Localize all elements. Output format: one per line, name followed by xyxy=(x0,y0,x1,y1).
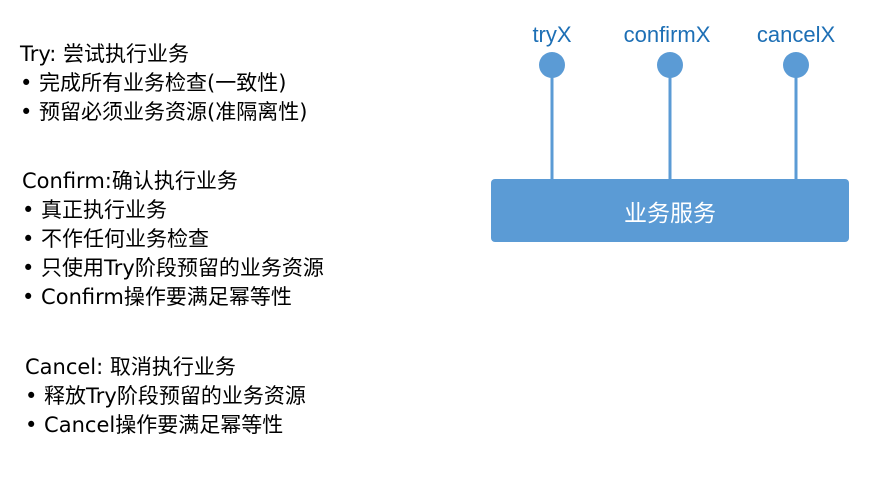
confirm-title: Confirm:确认执行业务 xyxy=(22,169,238,193)
cancel-title: Cancel: 取消执行业务 xyxy=(25,355,236,379)
confirmx-port-node xyxy=(657,52,683,78)
cancel-item-release: • 释放Try阶段预留的业务资源 xyxy=(25,384,306,408)
cancel-item-idempotent: • Cancel操作要满足幂等性 xyxy=(25,413,284,437)
confirm-description: Confirm:确认执行业务 • 真正执行业务 • 不作任何业务检查 • 只使用… xyxy=(22,167,324,312)
try-item-reserve: • 预留必须业务资源(准隔离性) xyxy=(20,100,308,124)
confirmx-connector-line xyxy=(668,72,672,180)
cancelx-port-label: cancelX xyxy=(756,22,836,47)
confirm-item-use-reserved: • 只使用Try阶段预留的业务资源 xyxy=(22,256,324,280)
cancelx-port-node xyxy=(783,52,809,78)
tryx-port-node xyxy=(539,52,565,78)
tryx-connector-line xyxy=(550,72,554,180)
cancelx-connector-line xyxy=(794,72,798,180)
business-service-box: 业务服务 xyxy=(491,179,849,242)
confirm-item-no-check: • 不作任何业务检查 xyxy=(22,227,210,251)
confirm-item-execute: • 真正执行业务 xyxy=(22,198,168,222)
confirm-item-idempotent: • Confirm操作要满足幂等性 xyxy=(22,285,292,309)
confirmx-port-label: confirmX xyxy=(623,22,711,47)
try-item-consistency: • 完成所有业务检查(一致性) xyxy=(20,71,287,95)
cancel-description: Cancel: 取消执行业务 • 释放Try阶段预留的业务资源 • Cancel… xyxy=(25,353,306,440)
try-title: Try: 尝试执行业务 xyxy=(20,42,190,66)
business-service-label: 业务服务 xyxy=(624,200,716,227)
tryx-port-label: tryX xyxy=(532,22,572,47)
try-description: Try: 尝试执行业务 • 完成所有业务检查(一致性) • 预留必须业务资源(准… xyxy=(20,40,307,127)
